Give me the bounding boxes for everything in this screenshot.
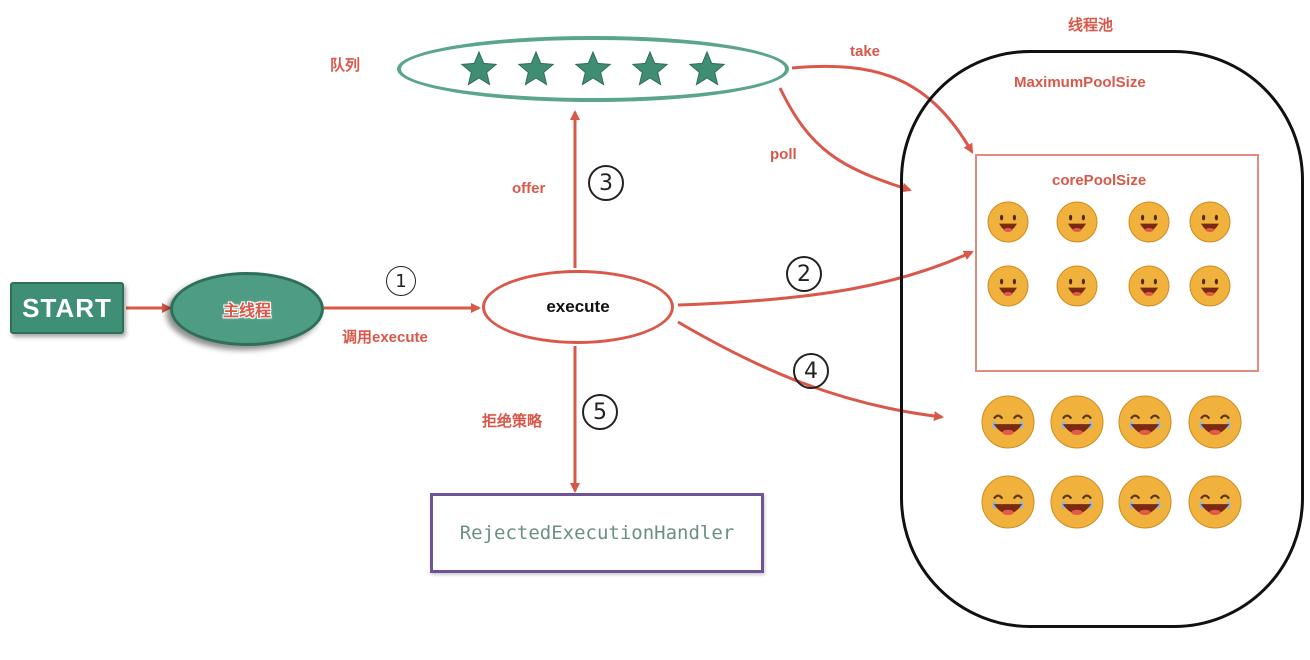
smiling-face-icon (1056, 201, 1098, 243)
smiling-face-icon (987, 201, 1029, 243)
poll-label: poll (770, 146, 797, 163)
rejected-handler-node: RejectedExecutionHandler (430, 493, 764, 573)
thread-pool-container (900, 50, 1304, 628)
laughing-face-icon (1050, 395, 1104, 449)
arrow-execute-to-core (677, 250, 974, 307)
smiling-face-icon (1128, 265, 1170, 307)
smiling-face-icon (987, 265, 1029, 307)
rejected-handler-label: RejectedExecutionHandler (459, 522, 735, 544)
core-pool-size-label: corePoolSize (1052, 172, 1147, 189)
laughing-face-icon (1050, 475, 1104, 529)
offer-label: offer (512, 180, 546, 197)
smiling-face-icon (1128, 201, 1170, 243)
smiling-face-icon (1189, 201, 1231, 243)
star-icon (631, 50, 669, 86)
main-thread-node: 主线程 (170, 272, 324, 346)
laughing-face-icon (1118, 475, 1172, 529)
step-1-marker: 1 (386, 266, 416, 296)
main-thread-label: 主线程 (222, 303, 271, 320)
smiling-face-icon (1056, 265, 1098, 307)
queue-node (397, 36, 789, 102)
laughing-face-icon (981, 475, 1035, 529)
step-5-marker: 5 (582, 394, 618, 430)
star-icon (517, 50, 555, 86)
star-icon (460, 50, 498, 86)
star-icon (574, 50, 612, 86)
thread-pool-label: 线程池 (1068, 17, 1114, 34)
laughing-face-icon (1188, 395, 1242, 449)
laughing-face-icon (1188, 475, 1242, 529)
star-icon (688, 50, 726, 86)
execute-node: execute (482, 270, 674, 344)
step-4-marker: 4 (793, 353, 829, 389)
step-2-marker: 2 (786, 256, 822, 292)
step-3-marker: 3 (588, 165, 624, 201)
take-label: take (850, 43, 881, 60)
start-label: START (22, 292, 112, 323)
laughing-face-icon (1118, 395, 1172, 449)
start-node: START (10, 282, 124, 334)
reject-policy-label: 拒绝策略 (482, 413, 543, 430)
max-pool-size-label: MaximumPoolSize (1014, 74, 1146, 91)
smiling-face-icon (1189, 265, 1231, 307)
call-execute-label: 调用execute (342, 329, 428, 346)
queue-label: 队列 (330, 57, 361, 74)
arrow-queue-poll (778, 87, 912, 193)
core-pool-box (975, 154, 1259, 372)
laughing-face-icon (981, 395, 1035, 449)
execute-label: execute (546, 297, 610, 316)
